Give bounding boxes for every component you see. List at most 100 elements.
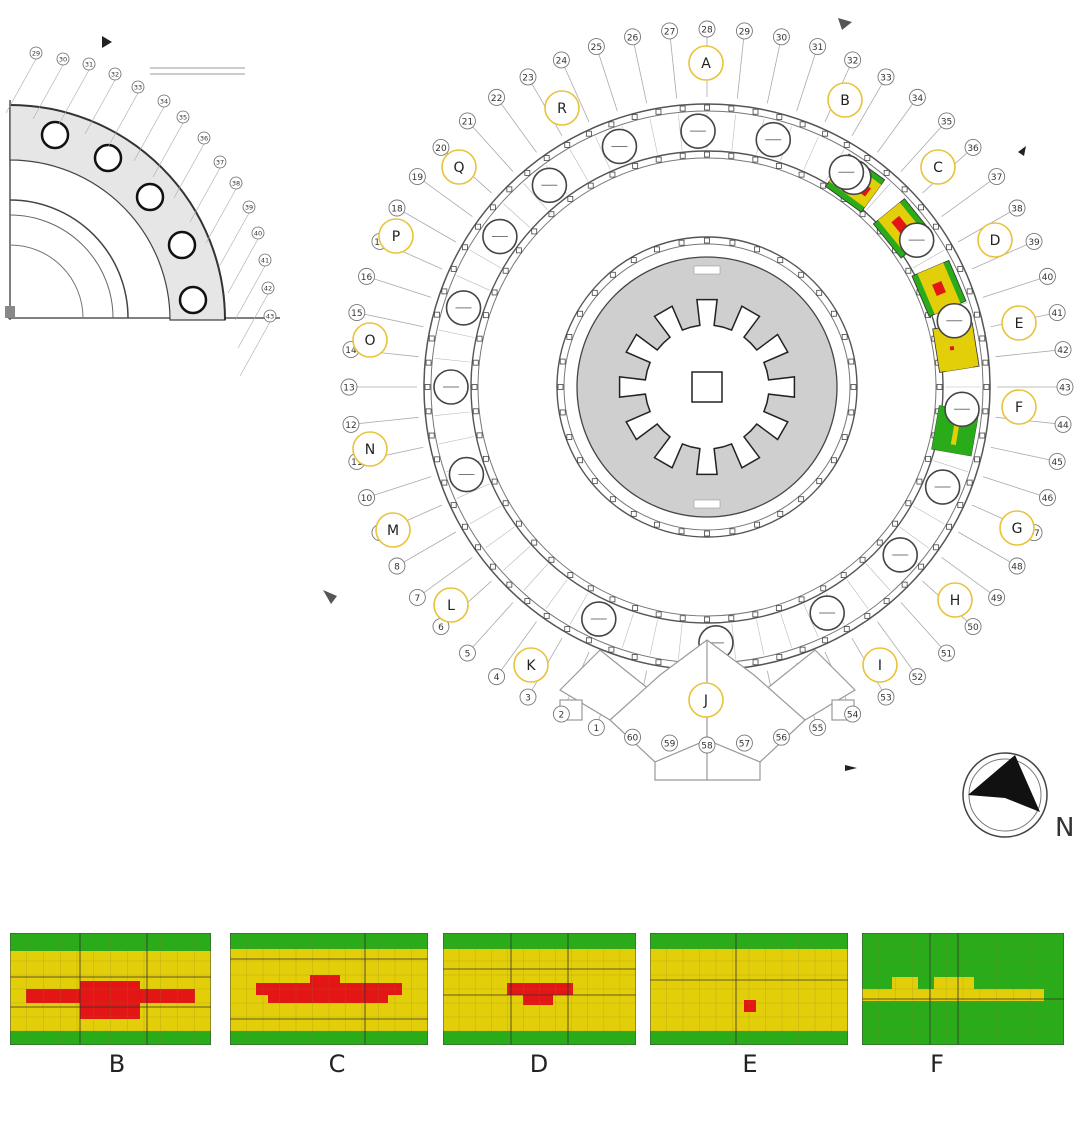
column-number-50: 50	[964, 618, 982, 635]
svg-text:43: 43	[266, 313, 274, 321]
svg-text:20: 20	[435, 144, 447, 154]
zone-label-h: H	[937, 582, 973, 618]
svg-text:O: O	[364, 333, 375, 349]
column-number-7: 7	[408, 588, 426, 606]
north-arrow-small-icon	[102, 36, 112, 48]
svg-text:7: 7	[415, 594, 421, 604]
chamber-circle	[531, 167, 568, 204]
svg-text:54: 54	[847, 711, 859, 721]
column-number-22: 22	[488, 88, 506, 106]
svg-text:38: 38	[232, 180, 240, 188]
zone-label-j: J	[688, 682, 724, 718]
svg-text:29: 29	[739, 27, 751, 37]
zone-label-d: D	[977, 222, 1013, 258]
svg-text:8: 8	[394, 563, 400, 573]
column-number-37: 37	[988, 168, 1006, 186]
column-number-1: 1	[587, 719, 605, 736]
svg-text:J: J	[703, 693, 708, 709]
column-number-4: 4	[488, 668, 506, 686]
panel-b	[10, 933, 211, 1045]
column-number-55: 55	[809, 719, 827, 736]
inset-number-40: 40	[227, 226, 265, 294]
svg-text:10: 10	[361, 494, 373, 504]
column-number-56: 56	[772, 728, 790, 746]
svg-text:50: 50	[967, 623, 979, 633]
chamber-circle	[482, 218, 518, 255]
panel-f	[862, 933, 1064, 1045]
column-number-26: 26	[624, 28, 642, 46]
svg-text:47: 47	[1028, 529, 1039, 539]
panel-label-e: E	[742, 1050, 758, 1078]
panel-d	[443, 933, 636, 1045]
column-number-16: 16	[358, 267, 375, 285]
inset-number-41: 41	[234, 253, 272, 321]
zone-label-c: C	[920, 149, 956, 185]
column-number-8: 8	[388, 557, 406, 575]
inset-number-30: 30	[32, 52, 70, 120]
svg-text:I: I	[878, 658, 882, 674]
column-number-59: 59	[661, 734, 679, 752]
svg-text:32: 32	[111, 71, 119, 79]
column-number-13: 13	[340, 378, 358, 396]
section-marker-icon	[323, 590, 337, 604]
svg-text:57: 57	[739, 740, 750, 750]
section-marker-icon	[1018, 146, 1026, 156]
svg-text:59: 59	[664, 740, 676, 750]
svg-text:60: 60	[627, 734, 639, 744]
column-number-30: 30	[772, 28, 790, 46]
svg-text:4: 4	[494, 673, 500, 683]
chamber-circle	[828, 154, 865, 191]
svg-text:41: 41	[261, 257, 269, 265]
column-number-36: 36	[964, 139, 982, 156]
compass-north-label: N	[1055, 813, 1074, 843]
column-number-40: 40	[1039, 267, 1056, 285]
column-number-27: 27	[661, 22, 679, 40]
column-number-38: 38	[1008, 199, 1026, 217]
zone-label-i: I	[862, 647, 898, 683]
column-number-15: 15	[348, 304, 366, 322]
zone-label-p: P	[378, 218, 414, 254]
svg-text:35: 35	[941, 117, 952, 127]
svg-text:L: L	[447, 598, 455, 614]
svg-text:6: 6	[438, 623, 444, 633]
column-number-57: 57	[735, 734, 753, 752]
svg-text:R: R	[557, 101, 567, 117]
svg-text:18: 18	[391, 205, 403, 215]
column-number-48: 48	[1008, 557, 1026, 575]
panel-label-f: F	[930, 1050, 944, 1078]
svg-text:33: 33	[134, 84, 142, 92]
main-plan: 1234567891011121314151617181920212223242…	[323, 18, 1074, 843]
column-number-25: 25	[587, 38, 605, 55]
svg-text:M: M	[387, 523, 399, 539]
svg-text:P: P	[392, 229, 400, 245]
svg-text:38: 38	[1011, 205, 1023, 215]
svg-text:42: 42	[264, 285, 272, 293]
chamber-circle	[601, 128, 638, 165]
column-number-53: 53	[877, 688, 895, 706]
inset-number-43: 43	[239, 309, 277, 377]
svg-text:56: 56	[776, 734, 788, 744]
north-arrow-icon	[968, 755, 1040, 812]
svg-text:37: 37	[991, 173, 1002, 183]
column-number-45: 45	[1048, 452, 1066, 470]
svg-text:B: B	[840, 93, 850, 109]
svg-text:36: 36	[967, 144, 979, 154]
svg-text:E: E	[1015, 316, 1024, 332]
svg-text:25: 25	[591, 43, 602, 53]
svg-text:42: 42	[1057, 346, 1068, 356]
chamber-circle	[924, 469, 961, 505]
svg-text:26: 26	[627, 33, 639, 43]
inset-number-33: 33	[107, 80, 145, 148]
column-number-18: 18	[388, 199, 406, 217]
svg-text:46: 46	[1042, 494, 1054, 504]
svg-text:41: 41	[1051, 309, 1062, 319]
svg-text:23: 23	[522, 73, 533, 83]
chamber-circle	[936, 302, 973, 339]
svg-text:22: 22	[491, 94, 502, 104]
chamber-circle	[882, 537, 919, 573]
column-number-10: 10	[358, 489, 375, 507]
chamber-circle	[445, 290, 482, 326]
svg-text:A: A	[701, 56, 711, 72]
svg-text:19: 19	[412, 173, 424, 183]
